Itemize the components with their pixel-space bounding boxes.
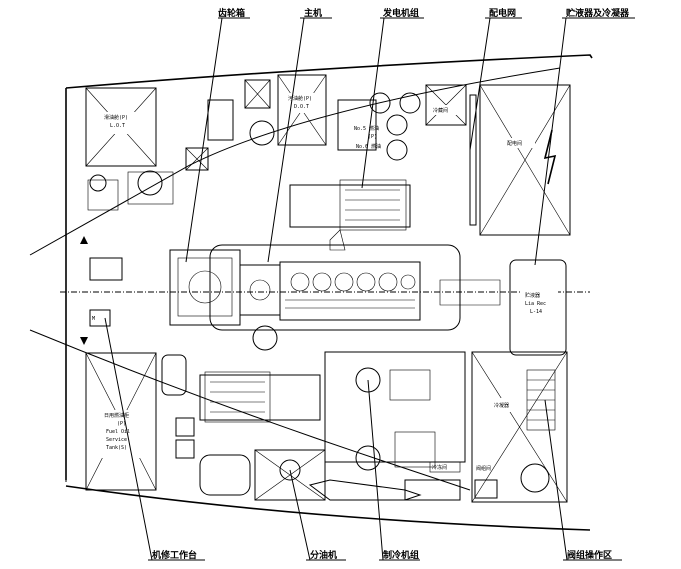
compartment-fuel-service-tank: 日用燃油柜 (P) Fuel Oil Service Tank(S) xyxy=(85,352,157,491)
fuel-service-label: 日用燃油柜 xyxy=(104,412,129,419)
receiver-box-3: L-14 xyxy=(530,309,542,315)
bottom-callouts: 机修工作台 分油机 制冷机组 阀组操作区 xyxy=(104,317,622,561)
callout-generator-set: 发电机组 xyxy=(382,7,419,19)
separator-compartment xyxy=(254,449,326,501)
switch-room-label: 配电间 xyxy=(507,140,522,147)
receiver-box-2: Lia Rec xyxy=(525,301,546,307)
receiver-condenser: 贮液器 Lia Rec L-14 xyxy=(509,259,567,356)
propeller-shaft: M xyxy=(60,257,590,327)
compartment-cold-store: 冷藏间 xyxy=(425,84,467,126)
top-callouts: 齿轮箱 主机 发电机组 配电网 贮液器及冷凝器 xyxy=(185,7,635,266)
callout-switchboard: 配电网 xyxy=(489,7,516,19)
oil-tank-label: 污油舱(P) xyxy=(288,95,312,102)
fuel-service-side: (P) xyxy=(117,421,126,427)
lube-oil-tank-code: L.O.T xyxy=(110,123,125,129)
no6-tank-label: No.6 燃油 xyxy=(356,143,381,150)
shaft-line xyxy=(29,67,561,491)
no5-tank-sub: (P) xyxy=(368,134,377,140)
receiver-box-1: 贮液器 xyxy=(525,292,540,299)
main-engine xyxy=(209,229,461,351)
refrigeration-units: 冷冻间 xyxy=(308,351,466,501)
no5-tank-label: No.5 燃油 xyxy=(354,125,379,132)
generator-set-lower xyxy=(199,371,321,423)
freezer-label: 冷冻间 xyxy=(432,464,447,471)
oil-tank-code: D.O.T xyxy=(294,104,309,110)
gear-box xyxy=(169,249,281,326)
valve-operation-area: 冷凝器 阀组间 xyxy=(471,351,568,503)
chiller-label: 冷凝器 xyxy=(494,402,509,409)
compartment-dot: 污油舱(P) D.O.T xyxy=(277,74,327,146)
lube-oil-tank-label: 滑油舱(P) xyxy=(104,114,128,121)
m-label: M xyxy=(92,316,95,322)
callout-workshop: 机修工作台 xyxy=(152,549,197,561)
callout-separator: 分油机 xyxy=(310,549,337,561)
compartment-switch-room: 配电间 xyxy=(469,84,571,236)
compartment-lot: 滑油舱(P) L.O.T xyxy=(85,87,157,167)
callout-receiver-cooler: 贮液器及冷凝器 xyxy=(565,7,630,19)
fuel-service-en1: Fuel Oil xyxy=(106,429,130,435)
cold-store-label: 冷藏间 xyxy=(433,107,448,114)
callout-refrigeration-unit: 制冷机组 xyxy=(383,549,419,561)
valve-room-label: 阀组间 xyxy=(476,465,491,472)
lower-left-equipment xyxy=(161,354,251,496)
callout-control-area: 阀组操作区 xyxy=(567,549,612,561)
callout-gear-box: 齿轮箱 xyxy=(218,7,245,19)
callout-main-engine: 主机 xyxy=(304,7,322,19)
hull-outline xyxy=(65,54,593,531)
fuel-service-en3: Tank(S) xyxy=(106,445,127,451)
fuel-service-en2: Service xyxy=(106,437,127,443)
generator-set-upper: No.5 燃油 (P) No.6 燃油 xyxy=(289,92,421,231)
upper-left-equipment xyxy=(87,79,275,211)
